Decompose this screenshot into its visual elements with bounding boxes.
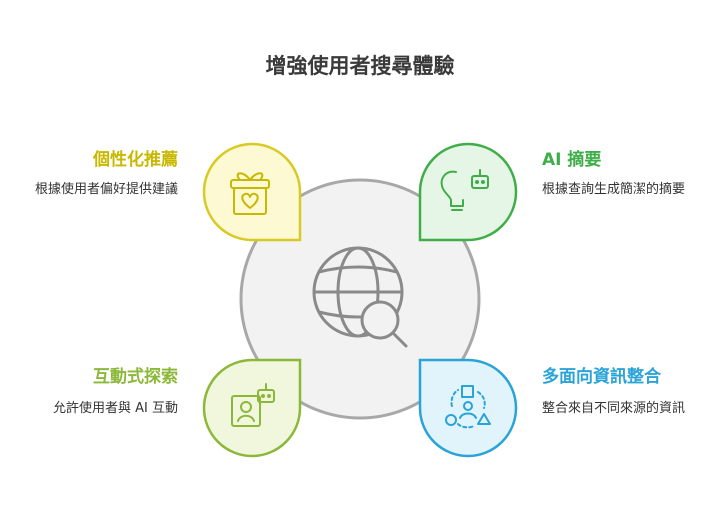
interactive-description: 允許使用者與 AI 互動 [53, 401, 178, 416]
personalized-heading: 個性化推薦 [93, 150, 178, 170]
multi-source-heading: 多面向資訊整合 [542, 367, 661, 387]
ai-summary-node [418, 142, 518, 242]
user-robot-icon [231, 383, 275, 427]
diagram-title: 增強使用者搜尋體驗 [265, 54, 455, 78]
gift-heart-icon [230, 172, 270, 215]
ai-summary-description: 根據查詢生成簡潔的摘要 [542, 182, 686, 197]
personalized-node [202, 142, 302, 242]
personalized-description: 根據使用者偏好提供建議 [34, 182, 178, 197]
shapes-network-icon [445, 385, 491, 429]
interactive-node [202, 358, 302, 458]
multi-source-description: 整合來自不同來源的資訊 [542, 401, 686, 416]
multi-source-node [418, 358, 518, 458]
ai-summary-heading: AI 摘要 [542, 150, 602, 170]
lightbulb-robot-icon [440, 169, 489, 211]
globe-search-icon [312, 246, 408, 348]
interactive-heading: 互動式探索 [93, 367, 178, 387]
